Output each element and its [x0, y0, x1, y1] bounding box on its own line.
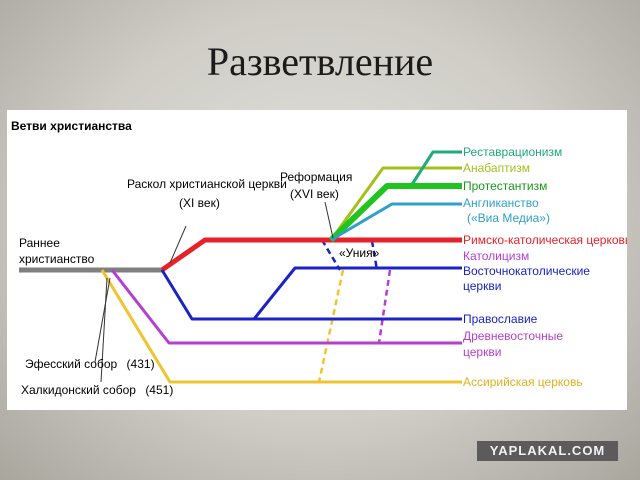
pointer-chalcedon	[100, 277, 108, 383]
label-protestantism: Протестантизм	[463, 179, 547, 193]
label-eastern-catholic-line2: церкви	[463, 279, 501, 293]
line-eastern-catholic	[252, 266, 462, 320]
pointer-reformation	[324, 201, 334, 239]
line-anglicanism	[330, 202, 462, 242]
line-orthodox	[160, 269, 462, 321]
label-orthodoxy: Православие	[463, 312, 538, 326]
ephesus-label: Эфесский собор (431)	[25, 357, 155, 371]
schism-label-line2: (XI век)	[179, 196, 220, 210]
label-roman-catholic: Римско-католическая церковь	[463, 233, 627, 247]
label-assyrian: Ассирийская церковь	[463, 375, 583, 389]
diagram-panel: Ветви христианства Раннее христианство Р…	[7, 110, 627, 410]
watermark: YAPLAKAL.COM	[477, 441, 618, 461]
line-protestantism	[328, 183, 462, 243]
chalcedon-name: Халкидонский собор	[21, 383, 136, 397]
label-anabaptism: Анабаптизм	[463, 161, 530, 175]
dashed-links	[317, 239, 392, 383]
schism-label-line1: Раскол христианской церкви	[127, 177, 287, 191]
reformation-label-line1: Реформация	[280, 170, 352, 184]
label-catholicism: Католицизм	[463, 249, 529, 263]
diagram-heading: Ветви христианства	[11, 119, 132, 133]
label-via-media: («Виа Медиа»)	[467, 211, 550, 225]
chalcedon-label: Халкидонский собор (451)	[21, 383, 173, 397]
root-label-line2: христианство	[19, 252, 95, 266]
label-restorationism: Реставрационизм	[463, 145, 562, 159]
line-roman-catholic	[160, 237, 462, 273]
root-label-line1: Раннее	[19, 236, 60, 250]
slide-title: Разветвление	[206, 39, 434, 84]
label-anglicanism: Англиканство	[463, 196, 539, 210]
pointer-ephesus	[94, 277, 111, 363]
union-link-yellow	[317, 269, 345, 383]
union-link-blue	[370, 240, 379, 271]
ephesus-year: (431)	[127, 357, 155, 371]
ephesus-name: Эфесский собор	[25, 357, 118, 371]
reformation-label-line2: (XVI век)	[290, 187, 339, 201]
branch-lines	[19, 150, 462, 384]
line-oriental-orthodox	[110, 269, 462, 345]
chalcedon-year: (451)	[145, 383, 173, 397]
label-oriental-orthodox-line1: Древневосточные	[463, 329, 563, 343]
union-label: «Уния»	[339, 246, 380, 260]
line-assyrian	[100, 269, 462, 384]
union-link-purple	[377, 269, 392, 344]
line-restorationism	[409, 150, 462, 187]
pointer-lines	[94, 201, 334, 383]
christianity-branches-diagram: Ветви христианства Раннее христианство Р…	[11, 119, 627, 397]
union-link-red-blue	[320, 239, 342, 271]
pointer-schism	[169, 225, 187, 264]
line-anabaptism	[329, 166, 462, 241]
label-eastern-catholic-line1: Восточнокатолические	[463, 264, 590, 278]
label-oriental-orthodox-line2: церкви	[463, 345, 501, 359]
